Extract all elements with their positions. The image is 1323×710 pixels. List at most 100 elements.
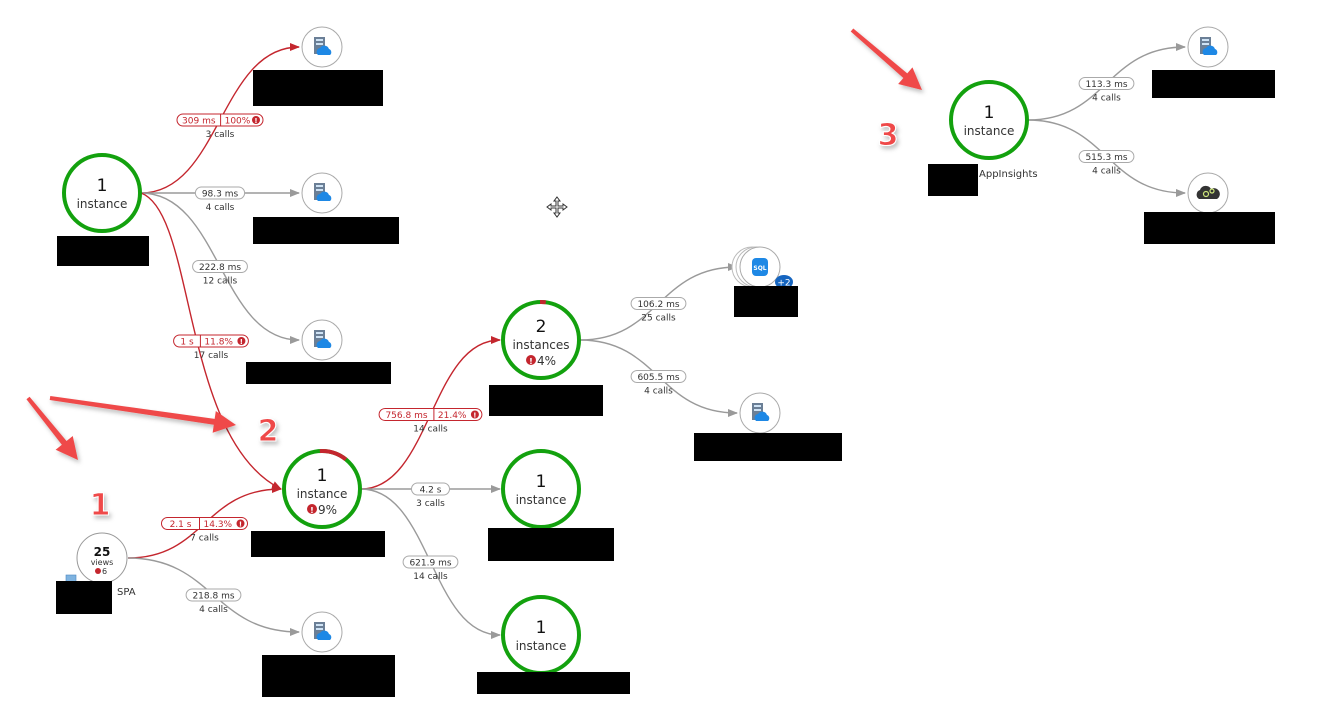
edge-call-count: 4 calls [644,387,673,397]
node-depF[interactable] [1152,26,1275,98]
more-instances-badge[interactable]: +2 [775,275,793,289]
edge-duration: 1 s [180,337,194,347]
cloud-server-icon [314,183,332,201]
cloud-gears-icon [1196,185,1220,199]
instance-count: 1 [984,103,995,123]
edge-metric-pill[interactable]: 113.3 ms [1078,77,1135,90]
edge-call-count: 12 calls [203,277,238,287]
edge-call-count: 17 calls [194,351,229,361]
edge-duration: 98.3 ms [202,189,239,199]
redacted-node-name [1152,70,1275,98]
node-depB[interactable] [253,172,399,244]
error-icon: ! [237,337,246,346]
edge-metric-pill[interactable]: 218.8 ms [185,588,242,602]
node-depE[interactable] [262,611,395,697]
redacted-node-name [253,217,399,244]
error-icon: ! [252,116,260,125]
instance-count: 1 [317,466,328,486]
edge-metric-pill[interactable]: 515.3 ms [1078,150,1135,163]
edge-call-count: 4 calls [1092,167,1121,177]
edge-call-count: 7 calls [190,534,219,544]
edge-metric-pill[interactable]: 309 ms 100%! [176,113,264,127]
edge-metric-pill[interactable]: 106.2 ms [630,297,687,310]
error-count: 6 [102,567,107,576]
edge-call-count: 14 calls [413,425,448,435]
instance-count: 1 [536,618,547,638]
edge-metric-pill[interactable]: 98.3 ms [194,186,246,200]
edge-duration: 515.3 ms [1085,153,1127,163]
move-cursor-icon [546,196,568,218]
cloud-server-icon [314,330,332,348]
node-depD[interactable] [694,392,842,461]
error-icon: ! [470,410,479,420]
annotation-arrow-3: 3 [850,28,922,154]
edge-metric-pill[interactable]: 2.1 s 14.3%! [161,517,248,530]
error-icon: ! [307,504,317,515]
cloud-server-icon [314,37,332,55]
redacted-node-name [694,433,842,461]
node-label: AppInsights [979,169,1038,180]
node-depG[interactable] [1144,172,1275,244]
edge-duration: 113.3 ms [1085,80,1127,90]
dependency-edge[interactable]: 621.9 ms 14 calls [360,488,501,639]
edge-call-count: 4 calls [1092,94,1121,104]
edge-duration: 218.8 ms [192,591,234,601]
dependency-edge[interactable]: 106.2 ms 25 calls [579,263,738,341]
edge-duration: 605.5 ms [637,373,679,383]
dependency-edge[interactable]: 2.1 s 14.3%! 7 calls [127,485,282,559]
instance-unit: instance [516,639,567,653]
edge-metric-pill[interactable]: 621.9 ms [402,555,459,569]
edge-duration: 2.1 s [170,520,192,530]
svg-text:!: ! [254,117,257,125]
edge-failure-rate: 100% [225,116,251,126]
redacted-node-name [489,385,603,416]
dependency-edge[interactable]: 4.2 s3 calls [361,482,501,509]
dependency-edge[interactable]: 605.5 ms 4 calls [579,339,738,417]
dependency-edge[interactable]: 218.8 ms 4 calls [127,557,300,636]
error-icon: ! [526,355,536,366]
edge-call-count: 4 calls [199,605,228,615]
instance-count: 2 [536,317,547,337]
edge-failure-rate: 14.3% [204,520,233,530]
health-ring [949,80,1029,160]
annotation-number: 3 [878,118,899,153]
edge-metric-pill[interactable]: 605.5 ms [630,370,687,383]
node-depC[interactable] [246,319,391,384]
dependency-edge[interactable]: 222.8 ms 12 calls [140,192,300,344]
svg-text:!: ! [240,338,243,346]
node-sql[interactable]: SQL+2 [731,246,798,317]
edge-duration: 4.2 s [420,485,442,495]
edge-line[interactable] [140,192,282,490]
edge-metric-pill[interactable]: 4.2 s [411,482,450,496]
instance-count: 1 [536,472,547,492]
node-depA[interactable] [253,26,383,106]
dependency-edge[interactable]: 113.3 ms 4 calls [1027,43,1186,121]
svg-text:!: ! [239,521,242,529]
edge-duration: 309 ms [182,116,216,126]
edge-call-count: 14 calls [413,572,448,582]
instance-unit: instance [77,197,128,211]
svg-text:+2: +2 [777,279,790,289]
dependency-edge[interactable]: 515.3 ms 4 calls [1027,119,1186,197]
instance-unit: instance [516,493,567,507]
edge-metric-pill[interactable]: 222.8 ms [192,260,248,273]
redacted-node-name [734,286,798,317]
edge-call-count: 25 calls [641,314,676,324]
redacted-node-name [251,531,385,557]
dependency-edge[interactable]: 98.3 ms4 calls [141,186,300,213]
edge-duration: 756.8 ms [385,411,427,421]
